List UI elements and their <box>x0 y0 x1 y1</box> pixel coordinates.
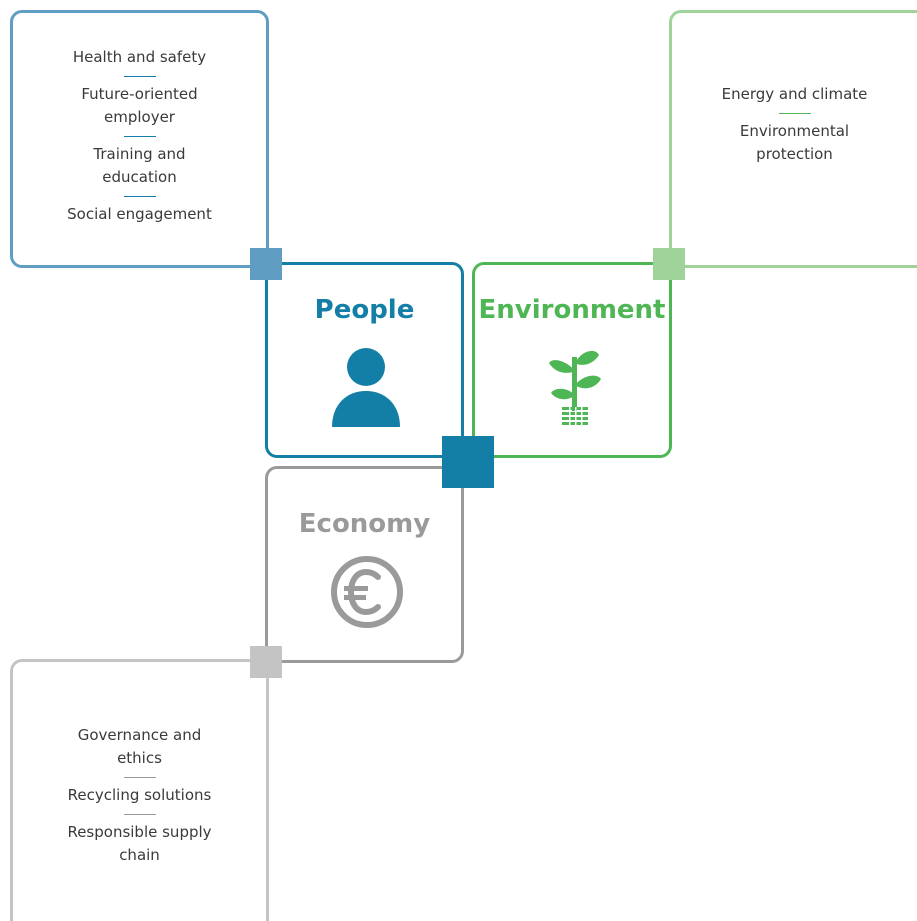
topic-energy-and-climate: Energy and climate <box>721 84 868 103</box>
topic-separator <box>778 112 811 114</box>
topic-governance-and-ethics: Governance and ethics <box>77 726 202 767</box>
environment-pillar-box: Environment <box>472 262 672 458</box>
topic-future-oriented-employer: Future-oriented employer <box>81 85 198 126</box>
people-title: People <box>314 295 415 325</box>
economy-topics-box: Governance and ethics Recycling solution… <box>10 659 269 921</box>
people-topics-box: Health and safety Future-oriented employ… <box>10 10 269 268</box>
topic-responsible-supply-chain: Responsible supply chain <box>67 823 212 864</box>
topic-separator <box>123 196 156 197</box>
people-pillar-box: People <box>265 262 464 458</box>
topic-separator <box>123 814 156 815</box>
person-icon <box>332 348 400 427</box>
plant-icon <box>549 350 601 425</box>
topic-recycling-solutions: Recycling solutions <box>67 786 212 804</box>
economy-pillar-box: Economy <box>265 466 464 663</box>
topic-training-and-education: Training and education <box>93 145 186 186</box>
euro-icon <box>331 556 403 628</box>
environment-title: Environment <box>478 295 666 325</box>
topic-separator <box>123 76 156 77</box>
economy-connector-square <box>250 646 282 678</box>
center-connector-square <box>442 436 494 488</box>
topic-social-engagement: Social engagement <box>67 205 212 223</box>
environment-connector-square <box>653 248 685 280</box>
topic-separator <box>123 136 156 137</box>
topic-separator <box>123 777 156 778</box>
environment-topics-box: Energy and climate Environmental protect… <box>669 10 917 268</box>
topic-health-and-safety: Health and safety <box>72 48 207 66</box>
topic-environmental-protection: Environmental protection <box>739 121 850 163</box>
economy-title: Economy <box>298 509 431 539</box>
people-connector-square <box>250 248 282 280</box>
